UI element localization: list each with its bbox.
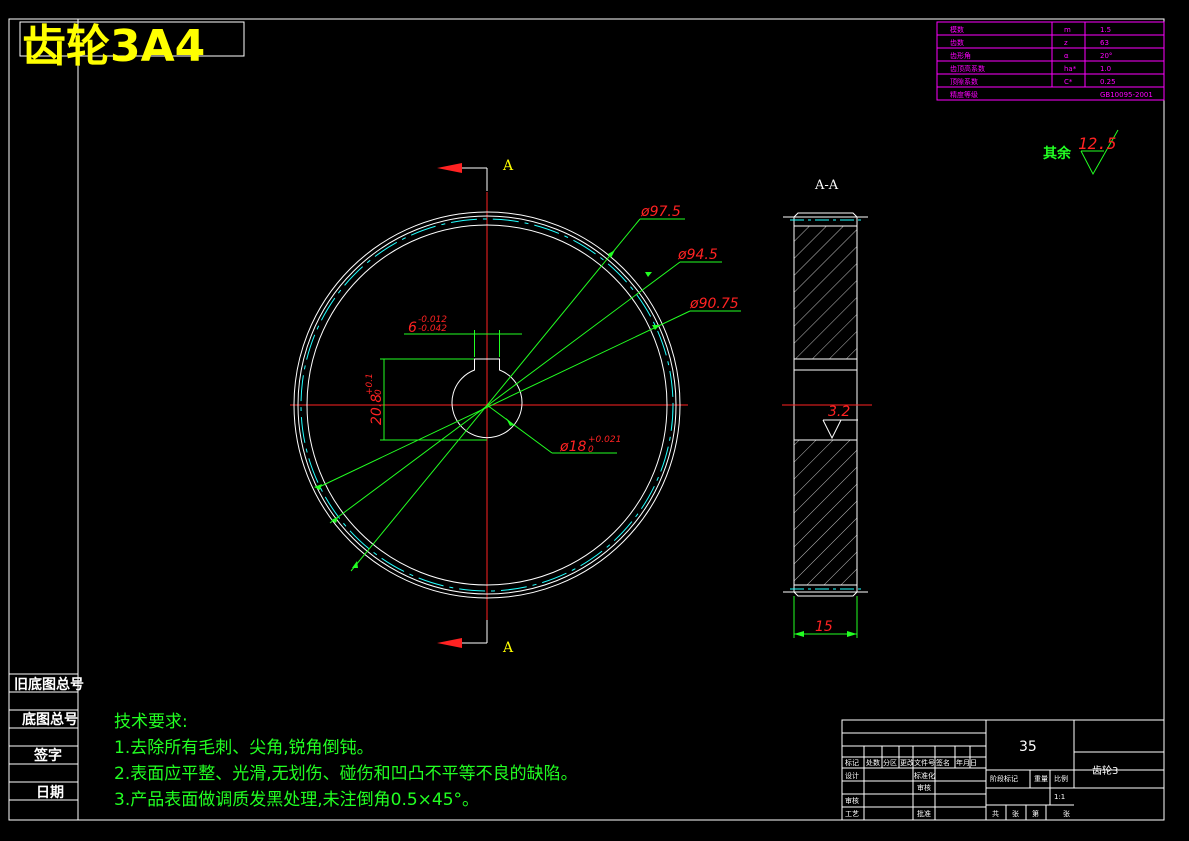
section-view-title: A-A [814,178,839,193]
drawing-title: 齿轮3A4 [22,21,205,72]
param-symbol: z [1064,39,1068,47]
title-block [841,719,1165,821]
dim-keyway-lower: -0.042 [418,324,447,334]
param-name: 顶隙系数 [950,77,978,86]
diameter-leaders [316,218,741,572]
dim-root-diameter: ø90.75 [689,296,739,312]
svg-text:+0.1: +0.1 [365,373,375,395]
svg-text:张: 张 [1063,809,1070,818]
drawing-no-label: 底图总号 [22,711,78,728]
section-arrow-top [437,163,488,191]
svg-text:第: 第 [1032,809,1039,818]
dim-keyway-upper: -0.012 [418,315,447,325]
bore-finish-value: 3.2 [828,404,850,420]
svg-text:批准: 批准 [917,809,931,818]
svg-text:签名: 签名 [936,758,950,767]
finish-rest-symbol [1080,129,1119,176]
face-arrow-left [794,631,804,637]
old-drawing-no-label: 旧底图总号 [14,676,84,693]
svg-text:20.8: 20.8 [369,394,385,425]
scale-value: 1:1 [1054,793,1065,801]
svg-text:标准化: 标准化 [914,771,935,780]
title-block-labels: 标记 处数 分区 更改文件号 签名 年月日 设计 标准化 审核 审核 工艺 批准… [845,758,1070,818]
finish-rest-label: 其余 [1043,145,1072,162]
svg-text:设计: 设计 [845,771,859,780]
svg-text:工艺: 工艺 [845,810,859,818]
svg-text:比例: 比例 [1054,774,1068,783]
svg-text:审核: 审核 [917,783,931,792]
finish-rest-value: 12.5 [1078,134,1117,153]
param-value: 1.5 [1100,26,1111,34]
svg-text:阶段标记: 阶段标记 [990,774,1018,783]
dim-keyway-width: 6 [408,320,417,336]
svg-text:年月日: 年月日 [956,758,977,767]
dim-tip-diameter: ø97.5 [640,204,681,220]
tech-requirements: 技术要求: 1.去除所有毛刺、尖角,锐角倒钝。 2.表面应平整、光滑,无划伤、碰… [114,712,578,810]
tech-item-2: 2.表面应平整、光滑,无划伤、碰伤和凹凸不平等不良的缺陷。 [114,764,578,784]
svg-text:重量: 重量 [1034,775,1048,783]
leader-arrows [314,250,660,568]
section-outline [783,212,868,597]
param-value: GB10095-2001 [1100,91,1153,99]
face-width-dimension [793,596,858,638]
dim-pitch-diameter: ø94.5 [677,247,718,263]
dim-bore-lower: 0 [588,445,594,455]
param-value: 1.0 [1100,65,1111,73]
dim-face-width: 15 [815,619,833,635]
svg-text:张: 张 [1012,809,1019,818]
dim-bore: ø18 [559,439,586,455]
param-symbol: ha* [1064,65,1077,73]
signature-label: 签字 [33,747,62,764]
front-view: A A ø97.5 ø94.5 ø90.75 [290,158,741,656]
root-circle [306,224,668,586]
dim-key-depth: 20.8 +0.1 0 [365,373,385,425]
bore-keyway-outline [451,358,523,439]
key-depth-dimension [380,358,487,441]
svg-text:处数: 处数 [866,758,880,767]
face-arrow-right [847,631,857,637]
title-box [19,21,245,57]
svg-text:审核: 审核 [845,796,859,805]
svg-text:共: 共 [992,809,999,818]
tech-item-1: 1.去除所有毛刺、尖角,锐角倒钝。 [114,738,374,758]
param-name: 精度等级 [950,90,978,99]
param-name: 模数 [950,25,964,34]
section-label-top: A [502,158,514,174]
section-arrow-bottom [437,620,488,648]
tech-heading: 技术要求: [114,712,188,732]
section-hatch-top [794,226,857,359]
bore-finish-symbol [822,419,858,440]
section-view: A-A 3.2 15 [782,178,872,638]
date-label: 日期 [36,785,64,801]
tip-circle-inner [297,215,677,595]
param-symbol: m [1064,26,1071,34]
pitch-circle [300,218,674,592]
dim-bore-upper: +0.021 [588,435,621,445]
param-table [936,21,1165,101]
param-symbol: C* [1064,78,1073,86]
param-symbol: α [1064,52,1069,60]
part-name-value: 齿轮3 [1092,764,1118,777]
tip-circle [293,211,681,599]
param-table-rows: 模数 m 1.5 齿数 z 63 齿形角 α 20° 齿顶高系数 ha* 1.0 顶隙系数 C* 0.25 精… [950,25,1153,99]
param-value: 63 [1100,39,1109,47]
param-name: 齿顶高系数 [950,64,985,73]
svg-text:0: 0 [374,389,384,395]
param-value: 20° [1100,52,1112,60]
svg-text:更改文件号: 更改文件号 [900,758,935,767]
tech-item-3: 3.产品表面做调质发黑处理,未注倒角0.5×45°。 [114,790,479,810]
material-value: 35 [1019,739,1037,755]
drawing-frame [8,18,1165,821]
param-name: 齿数 [950,38,964,47]
svg-text:分区: 分区 [883,758,897,767]
svg-text:标记: 标记 [845,758,859,767]
keyway-width-dimension [404,330,522,357]
section-label-bottom: A [502,640,514,656]
param-name: 齿形角 [950,51,971,60]
section-hatch-bottom [794,440,857,585]
param-value: 0.25 [1100,78,1116,86]
